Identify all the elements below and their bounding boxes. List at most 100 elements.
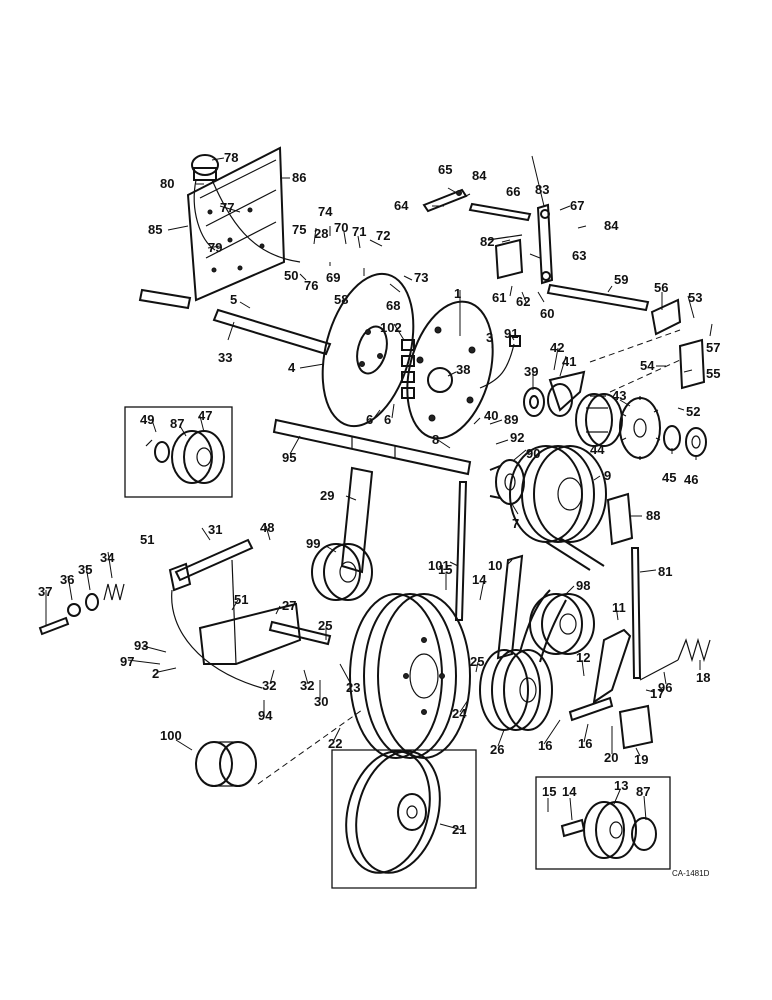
- callout-label: 24: [452, 706, 467, 721]
- callout-label: 57: [706, 340, 720, 355]
- callout-label: 34: [100, 550, 115, 565]
- cam-41: [547, 370, 586, 417]
- callout-label: 61: [492, 290, 506, 305]
- callout-label: 84: [472, 168, 487, 183]
- callout-label: 72: [376, 228, 390, 243]
- callout-label: 100: [160, 728, 182, 743]
- callout-label: 15: [438, 562, 452, 577]
- bracket-88: [606, 492, 634, 546]
- rod-81: [630, 547, 642, 679]
- spring-34: [38, 583, 125, 636]
- callout-labels: 80 78 86 77 85 79 65 84 64 66 83 67 84 7…: [38, 150, 720, 837]
- callout-label: 17: [650, 686, 664, 701]
- callout-label: 80: [160, 176, 174, 191]
- lever-64: [422, 188, 468, 213]
- callout-label: 75: [292, 222, 306, 237]
- callout-label: 53: [688, 290, 702, 305]
- callout-label: 58: [334, 292, 348, 307]
- callout-label: 1: [454, 286, 461, 301]
- callout-label: 40: [484, 408, 498, 423]
- bracket-27: [198, 559, 332, 665]
- bracket-55: [589, 329, 706, 393]
- belt-drive: [454, 481, 605, 663]
- callout-label: 43: [612, 388, 626, 403]
- callout-label: 87: [170, 416, 184, 431]
- callout-label: 42: [550, 340, 564, 355]
- callout-label: 93: [134, 638, 148, 653]
- callout-label: 20: [604, 750, 618, 765]
- callout-label: 51: [140, 532, 154, 547]
- callout-label: 74: [318, 204, 333, 219]
- callout-label: 3: [486, 330, 493, 345]
- callout-label: 71: [352, 224, 366, 239]
- callout-label: 87: [636, 784, 650, 799]
- callout-label: 98: [576, 578, 590, 593]
- callout-label: 101: [428, 558, 450, 573]
- callout-label: 102: [380, 320, 402, 335]
- callout-label: 25: [470, 654, 484, 669]
- sprocket-43: [619, 396, 661, 460]
- callout-label: 15: [542, 784, 556, 799]
- callout-label: 79: [208, 240, 222, 255]
- callout-label: 16: [578, 736, 592, 751]
- hose-93: [171, 589, 263, 689]
- callout-label: 33: [218, 350, 232, 365]
- flange-7: [489, 459, 525, 505]
- callout-label: 91: [504, 326, 518, 341]
- callout-label: 94: [258, 708, 273, 723]
- collar-39: [523, 387, 545, 417]
- callout-label: 6: [366, 412, 373, 427]
- callout-label: 25: [318, 618, 332, 633]
- callout-label: 96: [658, 680, 672, 695]
- inset-box-21: [331, 749, 477, 889]
- callout-label: 89: [504, 412, 518, 427]
- shaft-95: [272, 418, 472, 476]
- hub-44: [575, 393, 623, 447]
- callout-label: 70: [334, 220, 348, 235]
- hose-91: [479, 335, 521, 389]
- disc-4: [321, 272, 415, 428]
- callout-label: 81: [658, 564, 672, 579]
- callout-label: 6: [384, 412, 391, 427]
- leader-lines: [45, 155, 713, 831]
- callout-label: 83: [535, 182, 549, 197]
- callout-label: 32: [262, 678, 276, 693]
- callout-label: 26: [490, 742, 504, 757]
- callout-label: 97: [120, 654, 134, 669]
- callout-label: 62: [516, 294, 530, 309]
- callout-label: 85: [148, 222, 162, 237]
- lever-31: [168, 538, 254, 592]
- shaft-59: [546, 283, 650, 312]
- callout-label: 19: [634, 752, 648, 767]
- callout-label: 32: [300, 678, 314, 693]
- callout-label: 12: [576, 650, 590, 665]
- studs-102: [401, 339, 415, 399]
- pulley-26: [479, 649, 553, 731]
- callout-label: 11: [612, 600, 626, 615]
- callout-label: 52: [686, 404, 700, 419]
- callout-label: 69: [326, 270, 340, 285]
- callout-label: 66: [506, 184, 520, 199]
- shaft-33: [138, 288, 332, 356]
- bracket-56: [650, 298, 682, 336]
- inset-box-47: [124, 406, 233, 498]
- figure-code: CA-1481D: [672, 869, 710, 878]
- callout-label: 95: [282, 450, 296, 465]
- callout-label: 77: [220, 200, 234, 215]
- callout-label: 63: [572, 248, 586, 263]
- callout-label: 88: [646, 508, 660, 523]
- callout-label: 10: [488, 558, 502, 573]
- callout-label: 64: [394, 198, 409, 213]
- callout-label: 56: [654, 280, 668, 295]
- callout-label: 21: [452, 822, 466, 837]
- callout-label: 46: [684, 472, 698, 487]
- callout-label: 31: [208, 522, 222, 537]
- pulley-9: [509, 445, 607, 543]
- callout-label: 16: [538, 738, 552, 753]
- callout-label: 86: [292, 170, 306, 185]
- callout-label: 14: [472, 572, 487, 587]
- spring-18: [639, 637, 711, 681]
- hub-flange-1: [406, 300, 494, 440]
- callout-label: 99: [306, 536, 320, 551]
- callout-label: 18: [696, 670, 710, 685]
